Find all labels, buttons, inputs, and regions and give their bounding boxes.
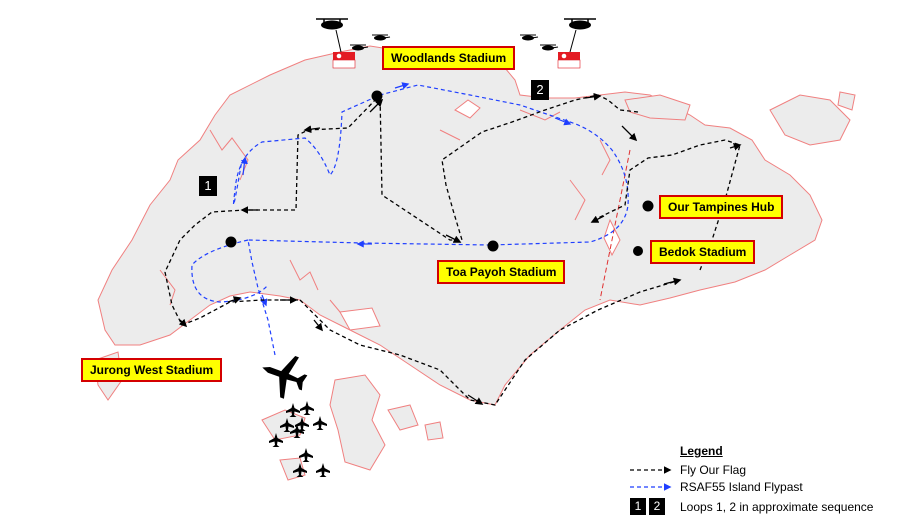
- main-island: [97, 45, 823, 406]
- legend-title: Legend: [680, 444, 723, 458]
- loop-2-mini-badge: 2: [649, 498, 665, 515]
- helicopter-icon: [519, 34, 539, 41]
- helicopter-icon: [563, 18, 597, 31]
- blue-dashed-arrow-icon: [630, 482, 672, 491]
- legend: Legend Fly Our Flag RSAF55 Island Flypas…: [626, 444, 896, 515]
- flag-arrow-13: [313, 319, 323, 332]
- legend-label: RSAF55 Island Flypast: [680, 479, 803, 494]
- fighter-jet-icon: [299, 448, 313, 462]
- helicopter-icon: [371, 34, 391, 41]
- flag-arrow-8: [369, 98, 384, 113]
- ubin-island: [624, 94, 691, 121]
- flag-arrow-1: [467, 394, 484, 405]
- toa-payoh-stadium-label: Toa Payoh Stadium: [437, 260, 566, 284]
- northeast-islet: [837, 91, 856, 111]
- southern-island-d: [387, 404, 419, 431]
- toa-payoh-stadium-marker: [487, 240, 499, 252]
- loop-2-badge: 2: [531, 80, 549, 100]
- woodlands-stadium-marker: [371, 90, 383, 102]
- southern-island-e: [424, 421, 444, 441]
- flypast-arrow-north: [394, 82, 410, 90]
- flag-arrow-9: [303, 125, 321, 134]
- flag-route: [164, 93, 741, 406]
- flypast-arrow-up: [240, 156, 248, 176]
- legend-item-fly-our-flag: Fly Our Flag: [626, 461, 896, 478]
- jurong-west-stadium-marker: [225, 236, 237, 248]
- flag-arrow-5: [621, 125, 638, 142]
- loop-1-mini-badge: 1: [630, 498, 646, 515]
- reservoir-a: [454, 99, 481, 119]
- flag-arrow-11: [178, 318, 188, 328]
- fighter-jet-icon: [300, 401, 314, 415]
- reservoir-c: [339, 307, 381, 331]
- helicopter-icon: [539, 44, 559, 51]
- legend-label: Fly Our Flag: [680, 462, 747, 477]
- flypast-loop-west: [191, 239, 269, 303]
- jurong-west-stadium-label: Jurong West Stadium: [81, 358, 223, 382]
- tampines-hub-label: Our Tampines Hub: [659, 195, 784, 219]
- tampines-hub-marker: [642, 200, 654, 212]
- flag-arrow-4: [590, 215, 605, 223]
- helicopter-icon: [315, 18, 349, 31]
- flypast-route: [232, 84, 629, 356]
- flag-arrow-6: [584, 92, 602, 101]
- southern-island-b: [329, 374, 386, 471]
- fighter-jet-icon: [316, 463, 330, 477]
- legend-item-loops: 1 2 Loops 1, 2 in approximate sequence: [626, 498, 896, 515]
- flag-arrow-14: [227, 296, 242, 304]
- flag-arrow-3: [729, 143, 742, 151]
- woodlands-stadium-label: Woodlands Stadium: [382, 46, 516, 70]
- legend-label: Loops 1, 2 in approximate sequence: [680, 499, 874, 514]
- flypast-arrow-east: [554, 117, 572, 126]
- singapore-flag-icon: [332, 52, 356, 69]
- bedok-stadium-label: Bedok Stadium: [650, 240, 756, 264]
- legend-item-flypast: RSAF55 Island Flypast: [626, 478, 896, 495]
- tekong-island: [769, 94, 851, 146]
- loop-1-badge: 1: [199, 176, 217, 196]
- bedok-stadium-marker: [633, 246, 643, 256]
- transport-aircraft-icon: [262, 356, 308, 399]
- singapore-flag-icon: [557, 52, 581, 69]
- flag-tether: [335, 29, 342, 53]
- flag-arrow-2: [663, 277, 682, 286]
- black-dashed-arrow-icon: [630, 465, 672, 474]
- flag-arrow-7: [445, 234, 462, 243]
- southern-island-c: [279, 457, 306, 481]
- legend-loop-badges: 1 2: [630, 498, 676, 515]
- flag-tether: [569, 29, 577, 53]
- fighter-jet-icon: [313, 416, 327, 430]
